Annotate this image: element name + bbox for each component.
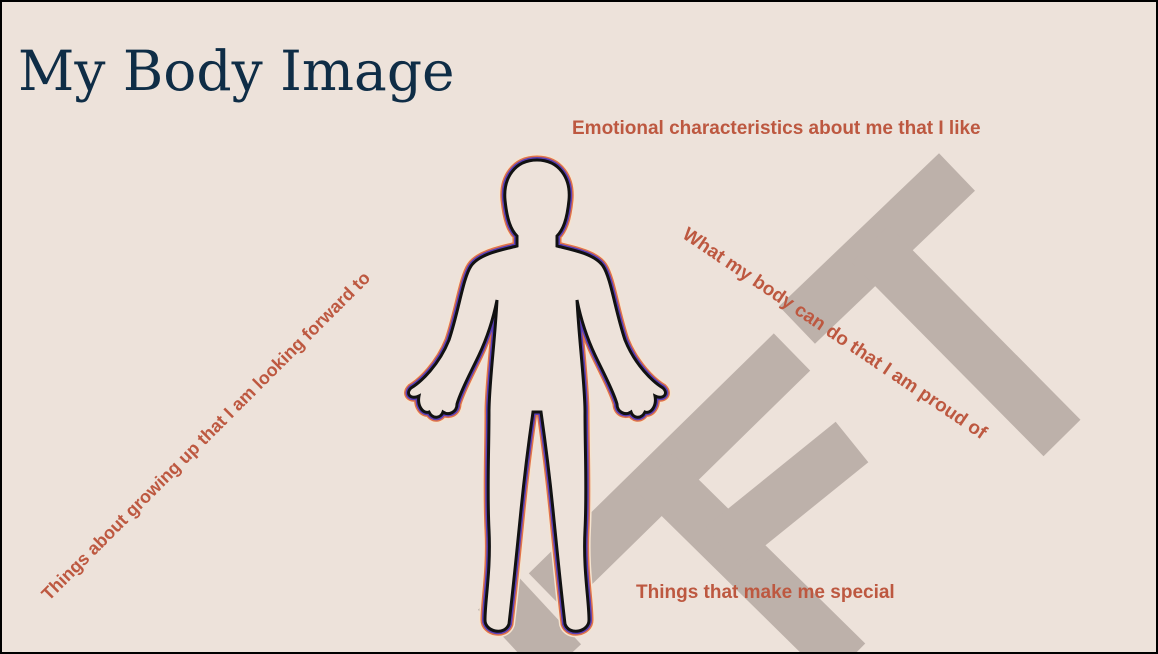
label-emotional: Emotional characteristics about me that … [572, 118, 981, 140]
slide-title: My Body Image [18, 44, 455, 99]
human-body-outline-icon [397, 150, 677, 650]
watermark-f-arm [654, 472, 847, 654]
label-body-can-do: What my body can do that I am proud of [678, 224, 990, 445]
watermark-f-mid [722, 442, 852, 547]
watermark-t-bar [797, 172, 957, 325]
body-outline-inner [409, 160, 666, 631]
watermark-t-stem [870, 244, 1062, 438]
label-growing-up: Things about growing up that I am lookin… [38, 268, 375, 605]
